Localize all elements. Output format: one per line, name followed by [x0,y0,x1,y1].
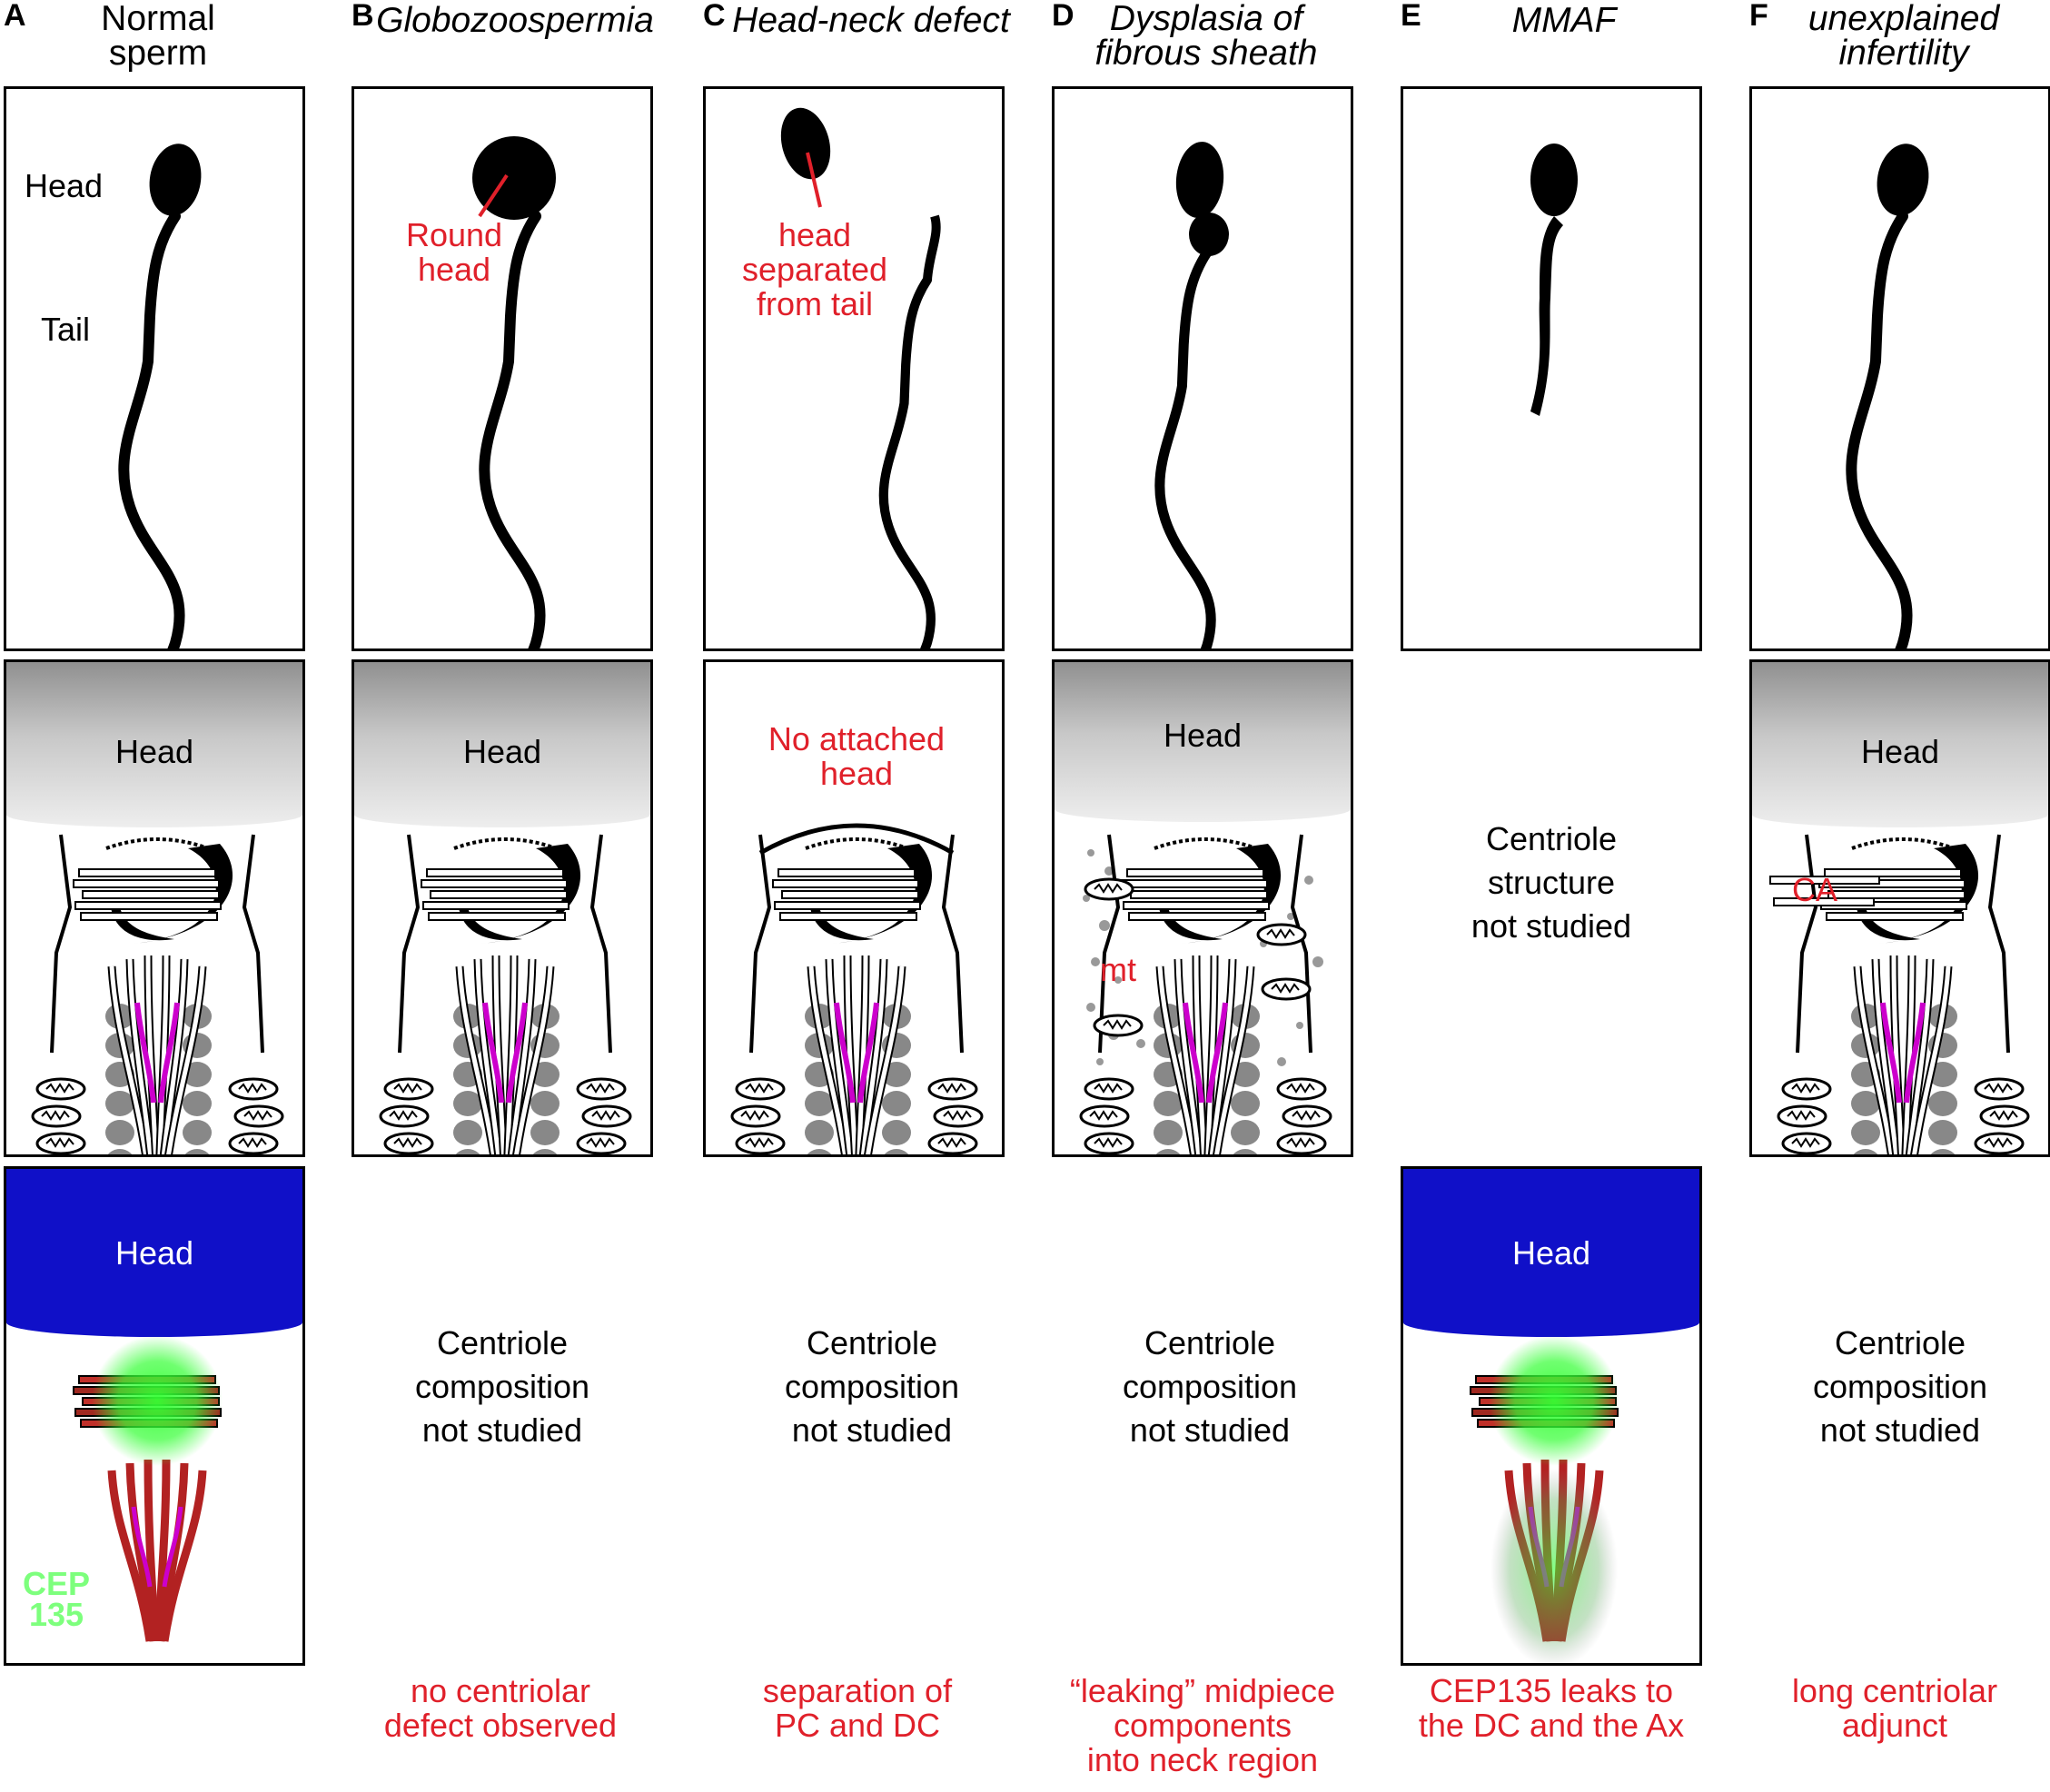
composition-note-c: Centriole composition not studied [784,1324,960,1449]
sperm-head [1530,144,1578,216]
neck-head-shape [1752,662,2048,827]
caption-d: “leaking” midpiece components into neck … [1069,1672,1336,1778]
blue-head-shape [6,1169,302,1337]
neck-head-shape [354,662,650,827]
tail-label: Tail [41,311,91,348]
column-f-title: unexplained infertility [1807,0,2000,73]
caption-c: separation of PC and DC [762,1672,953,1744]
sperm-tail [1821,216,1907,651]
neck-head-label: Head [114,733,194,770]
neck-head-label: Head [462,733,542,770]
composition-note-d: Centriole composition not studied [1122,1324,1298,1449]
centriole-structure-panel-c: No attached head [703,659,1005,1157]
sperm-head [1175,142,1224,218]
centriole-structure-panel-b: Head [352,659,653,1157]
column-d-title: Dysplasia of fibrous sheath [1094,0,1318,73]
panel-letter-d: D [1052,0,1075,33]
neck-head-shape [6,662,302,827]
column-b: B Globozoospermia Round head Head Centri… [352,0,660,1792]
centriole-composition-panel-e: Head [1401,1166,1702,1666]
centriole-composition-panel-a: Head CEP 135 [4,1166,305,1666]
neck-head-shape [1055,662,1351,822]
sperm-tail [1132,252,1211,651]
caption-e: CEP135 leaks to the DC and the Ax [1418,1672,1685,1744]
column-e-title: MMAF [1511,1,1617,40]
column-a-title: Normal sperm [101,0,215,73]
sperm-tail [94,216,180,651]
leaked-components [1083,849,1323,1066]
sperm-head [149,144,202,216]
column-d: D Dysplasia of fibrous sheath Head [1052,0,1361,1792]
panel-letter-e: E [1401,0,1421,33]
neck-head-label: Head [1163,717,1243,754]
sperm-morphology-panel-e [1401,86,1702,651]
panel-letter-a: A [4,0,26,33]
panel-letter-b: B [352,0,374,33]
short-tail [1530,216,1563,416]
sperm-morphology-panel-c: head separated from tail [703,86,1005,651]
long-centriolar-adjunct [1769,876,1880,885]
structure-note-e: Centriole structure not studied [1471,820,1632,945]
head-separated-annotation: head separated from tail [741,216,888,322]
composition-note-b: Centriole composition not studied [414,1324,590,1449]
panel-letter-c: C [703,0,726,33]
column-c: C Head-neck defect head separated from t… [703,0,1012,1792]
cep135-leak-signal [1490,1469,1618,1663]
round-head-annotation: Round head [405,216,503,288]
blue-head-label: Head [1511,1234,1591,1272]
column-b-title: Globozoospermia [376,1,654,40]
sperm-morphology-panel-d [1052,86,1353,651]
sperm-head [1877,144,1929,216]
ca-label: CA [1792,871,1838,908]
composition-note-f: Centriole composition not studied [1812,1324,1988,1449]
neck-head-label: Head [1860,733,1940,770]
centriole-structure-panel-a: Head [4,659,305,1157]
blue-head-shape [1403,1169,1699,1337]
sperm-morphology-panel-b: Round head [352,86,653,651]
sperm-tail [858,214,941,651]
column-a: A Normal sperm Head Tail Head Head CEP 1… [4,0,312,1792]
centriole-structure-panel-f: Head CA [1749,659,2050,1157]
head-label: Head [25,167,104,204]
no-attached-head-note: No attached head [768,720,946,792]
column-c-title: Head-neck defect [732,1,1010,40]
cep135-label: CEP 135 [23,1565,91,1633]
cep135-signal [92,1335,223,1466]
cep135-signal [1489,1335,1619,1466]
sperm-morphology-panel-a: Head Tail [4,86,305,651]
centriole-structure-panel-d: Head mt [1052,659,1353,1157]
cytoplasmic-droplet [1189,213,1229,256]
caption-b: no centriolar defect observed [383,1672,618,1744]
sperm-morphology-panel-f [1749,86,2050,651]
detached-head [780,107,831,180]
panel-letter-f: F [1749,0,1768,33]
blue-head-label: Head [114,1234,194,1272]
column-f: F unexplained infertility Head CA Centri… [1749,0,2050,1792]
column-e: E MMAF Centriole structure not studied H… [1401,0,1709,1792]
caption-f: long centriolar adjunct [1791,1672,1998,1744]
mt-label: mt [1100,951,1136,988]
